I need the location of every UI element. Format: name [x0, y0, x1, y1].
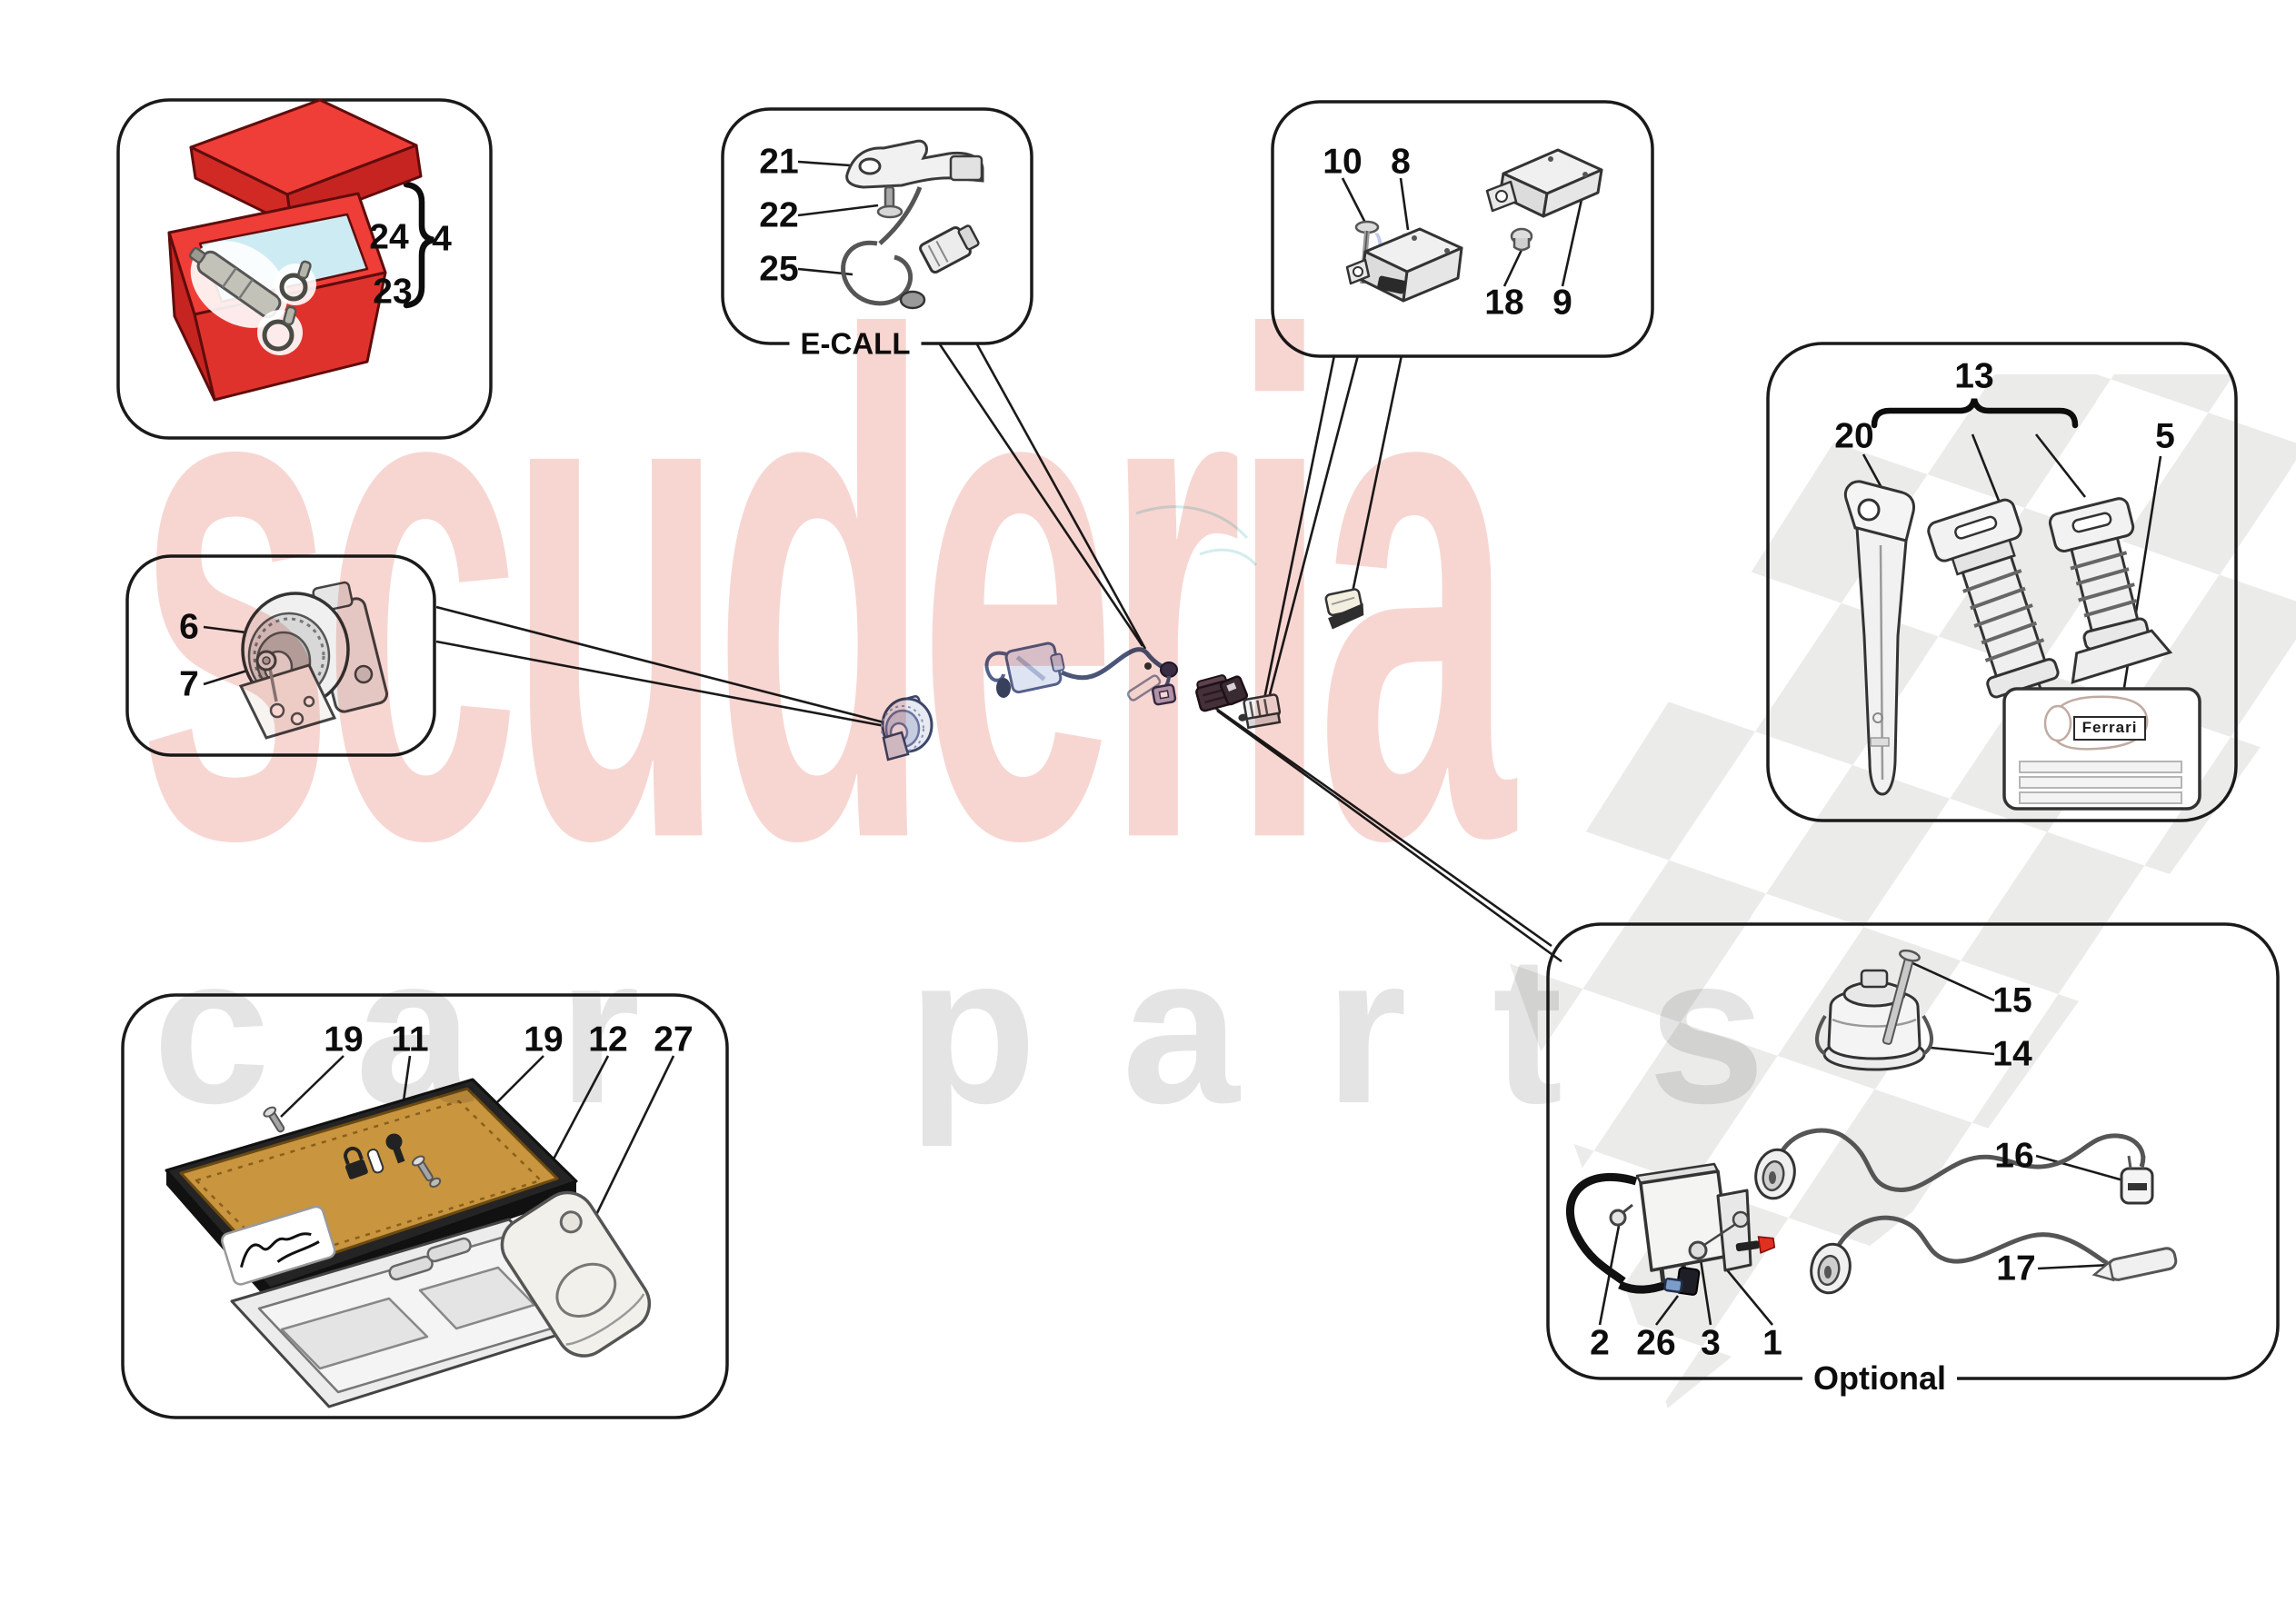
cover-icons: [344, 1133, 405, 1179]
part-emergency-key-20: [1843, 480, 1915, 796]
callout-10: 10: [1323, 142, 1363, 182]
callout-17: 17: [1996, 1249, 2036, 1289]
callout-9: 9: [1552, 283, 1572, 323]
part-ecall-module-installed: [984, 642, 1178, 706]
part-screw-2: [1609, 1203, 1633, 1227]
part-harness-16: [1754, 1128, 2146, 1200]
panel-key-card: [121, 993, 729, 1419]
callout-14: 14: [1992, 1034, 2032, 1074]
part-sensor-17: [2091, 1247, 2178, 1282]
part-battery-24: [188, 241, 288, 328]
callout-24: 24: [369, 217, 409, 257]
part-harness-17: [1810, 1215, 2109, 1295]
panel-outlines: [116, 98, 2280, 1419]
panel-lock-kit: [1766, 342, 2238, 822]
callout-5: 5: [2155, 416, 2175, 456]
script-label: [221, 1205, 336, 1286]
panel-optional: [1546, 922, 2280, 1380]
part-screw-19b: [411, 1155, 442, 1189]
part-nut-7: [255, 650, 277, 672]
callout-19a: 19: [324, 1020, 364, 1060]
part-key-ring-23b: [257, 305, 303, 355]
brace-13: [1871, 398, 2079, 429]
caption-optional: Optional: [1802, 1362, 1957, 1395]
part-nut-18: [1510, 227, 1533, 252]
part-grommet-3: [1688, 1240, 1708, 1260]
part-ecall-cable-25: [841, 186, 980, 310]
callout-20: 20: [1834, 416, 1874, 456]
part-ecall-bracket-21: [845, 139, 984, 189]
part-ecu-9: [1485, 148, 1603, 218]
callout-21: 21: [759, 142, 799, 182]
part-ecu-8: [1345, 227, 1463, 303]
callout-26: 26: [1636, 1323, 1676, 1363]
part-remote-fob-27: [500, 1190, 652, 1358]
part-mini-siren: [881, 695, 933, 761]
card-brand-text: Ferrari: [2081, 719, 2138, 736]
part-red-screw: [1735, 1236, 1776, 1254]
callout-2: 2: [1590, 1323, 1610, 1363]
brace-4: [403, 181, 434, 309]
panel-key-kit: [116, 98, 493, 440]
part-key-ring-23a: [275, 260, 316, 305]
panel-ecu: [1271, 100, 1654, 358]
part-control-unit-1: [1565, 1162, 1752, 1294]
part-code-card-5: [2002, 687, 2201, 811]
callout-15: 15: [1992, 980, 2032, 1020]
part-key-kit-case: [167, 98, 423, 402]
part-screw-19a: [263, 1106, 285, 1133]
callout-12: 12: [588, 1020, 628, 1060]
callout-25: 25: [759, 249, 799, 289]
part-ecall-screw-22: [876, 185, 903, 219]
callout-3: 3: [1701, 1323, 1721, 1363]
callout-6: 6: [179, 607, 199, 647]
callout-7: 7: [179, 664, 199, 704]
callout-4: 4: [432, 219, 452, 259]
callout-18: 18: [1484, 283, 1524, 323]
part-module-installed: [1238, 693, 1282, 730]
callout-23: 23: [373, 272, 413, 312]
callout-16: 16: [1994, 1136, 2034, 1176]
part-sensor-16: [2120, 1155, 2154, 1205]
callout-27: 27: [654, 1020, 694, 1060]
part-lock-cylinder-13b: [2048, 497, 2173, 684]
part-dark-connector-b: [1219, 675, 1249, 706]
callout-13: 13: [1954, 356, 1994, 396]
callout-11: 11: [391, 1020, 429, 1060]
callout-19b: 19: [524, 1020, 564, 1060]
part-screw-15: [1882, 949, 1921, 1045]
part-optional-siren-14: [1815, 969, 1933, 1071]
callout-1: 1: [1762, 1323, 1782, 1363]
callout-22: 22: [759, 195, 799, 235]
caption-ecall: E-CALL: [789, 328, 922, 359]
braces: [403, 181, 2079, 429]
faint-scribble: [1135, 505, 1258, 567]
part-antenna-installed: [1324, 588, 1364, 630]
panel-siren: [125, 554, 436, 757]
callout-8: 8: [1391, 142, 1411, 182]
part-connector-26: [1663, 1267, 1701, 1296]
